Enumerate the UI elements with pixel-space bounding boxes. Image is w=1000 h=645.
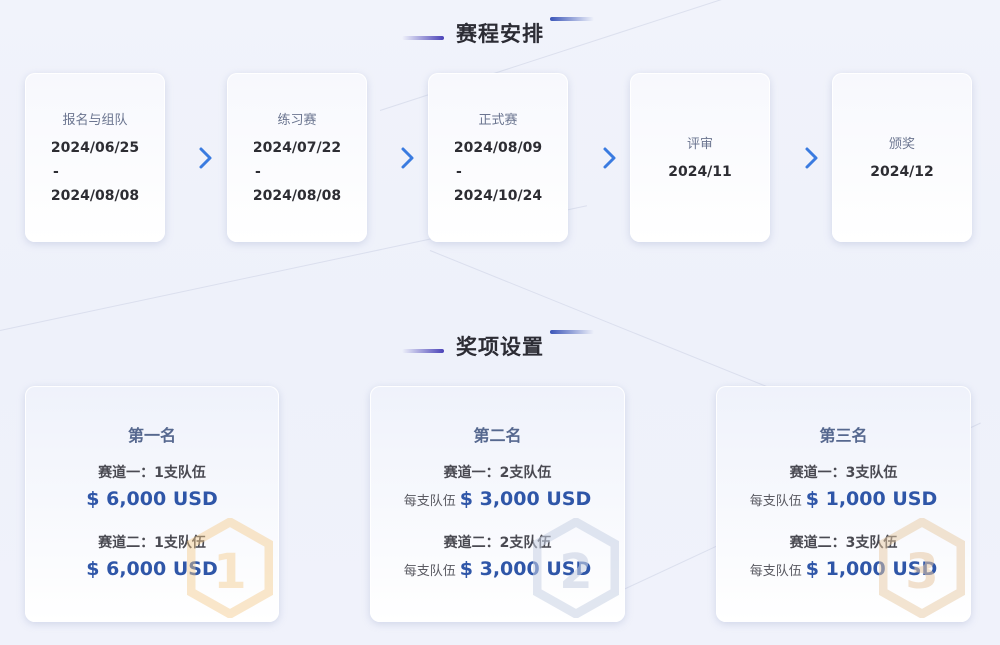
title-decoration-left bbox=[402, 36, 444, 40]
stage-start-date: 2024/08/09 bbox=[453, 140, 543, 156]
prize-amount: $ 1,000 USD bbox=[805, 488, 938, 510]
prize-title: 第三名 bbox=[819, 426, 868, 445]
prize-card-first: 1 第一名 赛道一：1支队伍 $ 6,000 USD 赛道二：1支队伍 $ 6,… bbox=[25, 386, 279, 622]
amount-row: $ 6,000 USD bbox=[25, 558, 279, 580]
prize-amount: $ 6,000 USD bbox=[86, 558, 218, 580]
arrow-right-icon bbox=[181, 147, 212, 169]
stage-card-ceremony: 颁奖 2024/12 bbox=[832, 73, 972, 242]
badge-number: 3 bbox=[905, 544, 938, 600]
stage-end-date: 2024/10/24 bbox=[453, 188, 543, 204]
stage-end-date: 2024/08/08 bbox=[50, 188, 140, 204]
per-team-label: 每支队伍 bbox=[749, 564, 802, 579]
arrow-right-icon bbox=[383, 147, 414, 169]
track-label: 赛道一：3支队伍 bbox=[789, 465, 898, 481]
per-team-label: 每支队伍 bbox=[403, 494, 456, 509]
awards-title: 奖项设置 bbox=[456, 335, 544, 359]
date-separator: - bbox=[53, 164, 59, 180]
date-separator: - bbox=[456, 164, 462, 180]
stage-card-registration: 报名与组队 2024/06/25 - 2024/08/08 bbox=[25, 73, 165, 242]
stage-name: 报名与组队 bbox=[62, 113, 128, 128]
badge-number: 2 bbox=[559, 544, 592, 600]
schedule-title: 赛程安排 bbox=[456, 22, 544, 46]
track-label: 赛道二：1支队伍 bbox=[98, 535, 206, 551]
title-decoration-right bbox=[550, 17, 594, 21]
prize-amount: $ 6,000 USD bbox=[86, 488, 218, 510]
amount-row: 每支队伍$ 1,000 USD bbox=[716, 558, 971, 580]
track-label: 赛道一：2支队伍 bbox=[443, 465, 552, 481]
medal-badge-3-icon: 3 bbox=[879, 518, 965, 618]
prize-title: 第一名 bbox=[127, 426, 176, 445]
track-label: 赛道二：2支队伍 bbox=[443, 535, 552, 551]
prize-amount: $ 3,000 USD bbox=[459, 558, 592, 580]
amount-row: 每支队伍$ 3,000 USD bbox=[370, 488, 625, 510]
stage-date: 2024/12 bbox=[870, 164, 934, 180]
stage-name: 正式赛 bbox=[478, 113, 518, 128]
title-decoration-left bbox=[402, 349, 444, 353]
title-decoration-right bbox=[550, 330, 594, 334]
date-separator: - bbox=[255, 164, 261, 180]
stage-card-official: 正式赛 2024/08/09 - 2024/10/24 bbox=[428, 73, 568, 242]
awards-section-header: 奖项设置 bbox=[0, 319, 1000, 359]
schedule-section-header: 赛程安排 bbox=[0, 6, 1000, 46]
arrow-right-icon bbox=[585, 147, 616, 169]
stage-name: 颁奖 bbox=[888, 137, 915, 152]
stage-name: 练习赛 bbox=[277, 113, 317, 128]
prize-amount: $ 3,000 USD bbox=[459, 488, 592, 510]
stage-date: 2024/11 bbox=[668, 164, 732, 180]
stage-start-date: 2024/06/25 bbox=[50, 140, 140, 156]
per-team-label: 每支队伍 bbox=[403, 564, 456, 579]
prize-card-second: 2 第二名 赛道一：2支队伍 每支队伍$ 3,000 USD 赛道二：2支队伍 … bbox=[370, 386, 625, 622]
amount-row: $ 6,000 USD bbox=[25, 488, 279, 510]
prize-title: 第二名 bbox=[473, 426, 522, 445]
medal-badge-2-icon: 2 bbox=[533, 518, 619, 618]
stage-dates: 2024/08/09 - 2024/10/24 bbox=[428, 136, 568, 208]
badge-number: 1 bbox=[213, 544, 246, 600]
track-label: 赛道二：3支队伍 bbox=[789, 535, 898, 551]
stage-card-practice: 练习赛 2024/07/22 - 2024/08/08 bbox=[227, 73, 367, 242]
stage-name: 评审 bbox=[686, 137, 713, 152]
track-label: 赛道一：1支队伍 bbox=[98, 465, 206, 481]
medal-badge-1-icon: 1 bbox=[187, 518, 273, 618]
prize-amount: $ 1,000 USD bbox=[805, 558, 938, 580]
stage-dates: 2024/07/22 - 2024/08/08 bbox=[227, 136, 367, 208]
stage-end-date: 2024/08/08 bbox=[252, 188, 342, 204]
arrow-right-icon bbox=[787, 147, 818, 169]
prize-card-third: 3 第三名 赛道一：3支队伍 每支队伍$ 1,000 USD 赛道二：3支队伍 … bbox=[716, 386, 971, 622]
stage-start-date: 2024/07/22 bbox=[252, 140, 342, 156]
per-team-label: 每支队伍 bbox=[749, 494, 802, 509]
amount-row: 每支队伍$ 3,000 USD bbox=[370, 558, 625, 580]
amount-row: 每支队伍$ 1,000 USD bbox=[716, 488, 971, 510]
stage-dates: 2024/06/25 - 2024/08/08 bbox=[25, 136, 165, 208]
stage-card-review: 评审 2024/11 bbox=[630, 73, 770, 242]
